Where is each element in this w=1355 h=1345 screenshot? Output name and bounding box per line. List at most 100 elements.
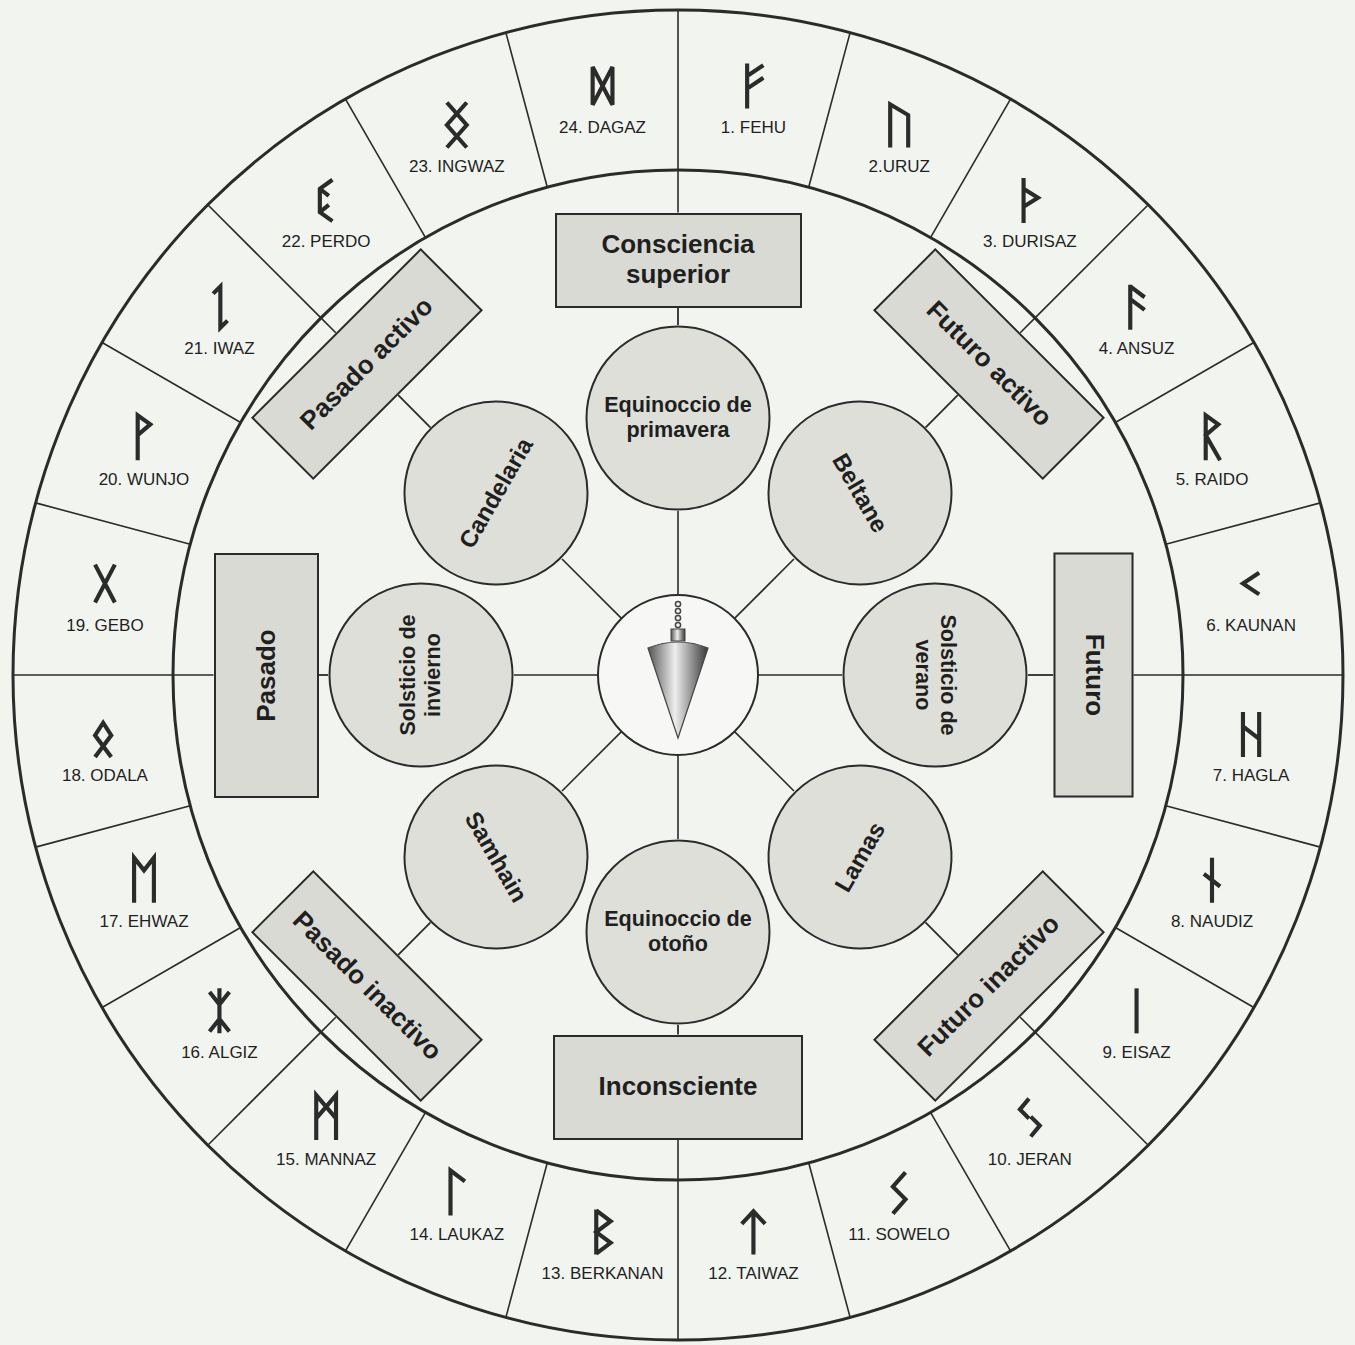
circle-shape [844,584,1027,767]
spoke-line [758,674,842,676]
circle-shape [735,732,985,982]
rune-name: 11. SOWELO [848,1225,950,1245]
rune-name: 21. IWAZ [184,339,254,359]
rune-symbol [596,1210,610,1255]
connector-line [319,674,329,676]
chain-link [675,622,680,627]
circle-shape [587,841,770,1024]
ring-divider [36,806,191,847]
rune-symbol [1130,285,1144,330]
rune-symbol [451,1171,465,1216]
rune-name: 3. DURISAZ [983,232,1077,252]
rune-name: 13. BERKANAN [542,1264,664,1284]
rune-name: 18. ODALA [62,766,148,786]
circle-shape [371,732,621,982]
ring-divider [36,503,191,544]
ring-link-line [677,1140,679,1181]
rune-name: 12. TAIWAZ [708,1264,798,1284]
rune-symbol [134,858,154,903]
chain-link [675,615,680,620]
time-box: Consciencia superior [555,213,802,308]
ring-link-line [321,318,336,333]
rune-symbol [890,104,908,147]
rune-symbol [1243,573,1259,595]
rune-name: 15. MANNAZ [276,1150,376,1170]
rune-name: 4. ANSUZ [1099,339,1175,359]
circle-shape [735,368,985,618]
time-box: Pasado [214,553,319,798]
rune-name: 8. NAUDIZ [1171,912,1253,932]
chain-link [675,601,680,606]
connector-line [925,922,958,955]
spoke-line [677,511,679,595]
ring-link-line [1020,1017,1035,1032]
ring-divider [677,10,679,170]
festival-circle: Equinoccio de otoño [585,839,771,1025]
rune-name: 2.URUZ [868,157,929,177]
rune-name: 9. EISAZ [1103,1043,1171,1063]
spoke-line [677,755,679,839]
festival-circle: Solsticio de verano [842,582,1028,768]
connector-line [925,395,958,428]
outer-ring [13,10,1343,1340]
rune-name: 24. DAGAZ [559,118,646,138]
rune-symbol [95,723,111,757]
ring-divider [208,205,321,318]
rune-symbol [210,988,230,1033]
ring-divider [677,1180,679,1340]
rune-name: 7. HAGLA [1213,766,1290,786]
rune-name: 1. FEHU [721,118,786,138]
rune-name: 16. ALGIZ [181,1043,258,1063]
rune-symbol [447,102,467,147]
rune-symbol [593,67,613,105]
spoke-line [514,674,598,676]
connector-line [398,922,431,955]
ring-divider [13,674,173,676]
connector-line [398,395,431,428]
connector-line [677,1025,679,1035]
time-box: Inconsciente [553,1035,803,1140]
connector-line [1028,674,1053,676]
ring-link-line [677,170,679,213]
festival-name: Equinoccio de otoño [594,907,762,957]
rune-symbol [1243,712,1259,757]
time-box: Futuro [1053,553,1133,798]
time-label: Pasado [251,629,281,722]
ring-link-line [1133,674,1183,676]
rune-name: 19. GEBO [66,616,143,636]
rune-name: 23. INGWAZ [409,157,505,177]
rune-name: 17. EHWAZ [99,912,188,932]
ring-divider [1166,806,1321,847]
festival-circle: Equinoccio de primavera [585,325,771,511]
rune-name: 10. JERAN [988,1150,1072,1170]
rune-symbol [893,1172,906,1213]
ring-divider [1183,674,1343,676]
spoke-line [735,559,794,618]
rune-symbol [316,1095,336,1140]
festival-name: Equinoccio de primavera [594,393,762,443]
rune-symbol [95,565,115,603]
ring-divider [931,99,1011,238]
ring-link-line [321,1017,336,1032]
rune-symbol [1020,1099,1040,1137]
ring-link-line [1020,318,1035,333]
time-label: Inconsciente [599,1072,758,1102]
rune-name: 20. WUNJO [99,470,190,490]
inner-ring [173,170,1183,1180]
ring-divider [809,1163,850,1318]
pendulum [648,601,708,738]
ring-divider [1166,503,1321,544]
rune-name: 22. PERDO [282,232,371,252]
rune-symbol [1204,858,1220,903]
spoke-line [735,732,794,791]
festival-name: Solsticio de invierno [396,591,446,759]
pendulum-cone [648,642,708,738]
rune-symbols [95,63,1259,1254]
time-label: Consciencia superior [567,230,790,290]
rune-name: 5. RAIDO [1176,470,1249,490]
rune-symbol [747,63,763,108]
rune-symbol [320,180,333,221]
